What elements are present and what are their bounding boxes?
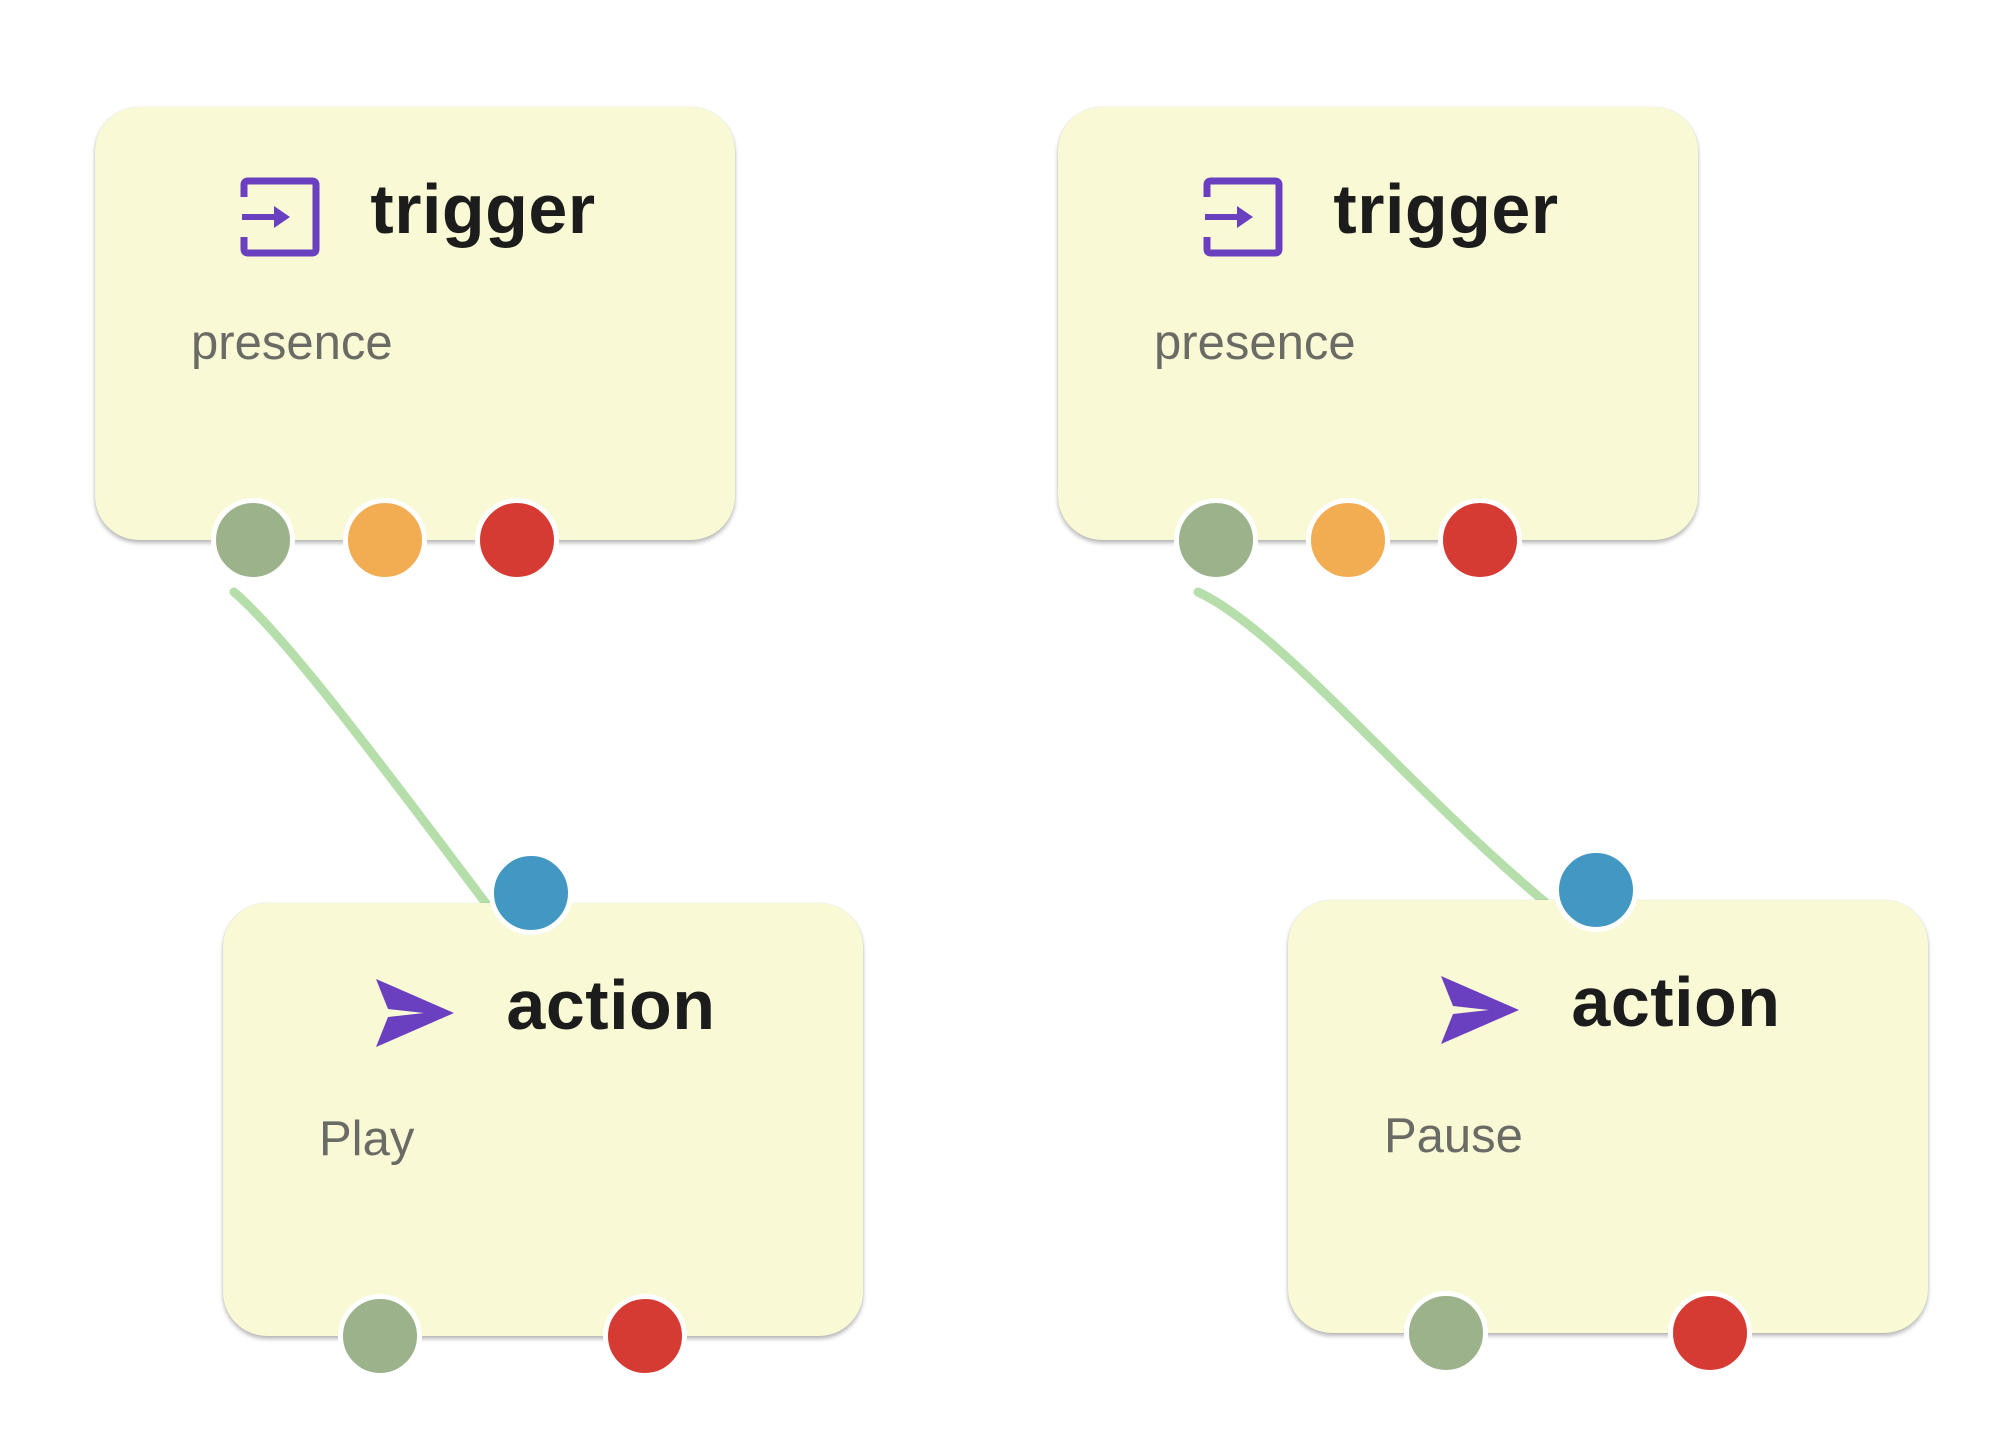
node-title: trigger bbox=[1333, 170, 1559, 248]
success-output-port[interactable] bbox=[338, 1294, 422, 1378]
warning-output-port[interactable] bbox=[1306, 498, 1390, 582]
action-node[interactable]: action Pause bbox=[1288, 900, 1928, 1333]
connection-wire[interactable] bbox=[229, 587, 493, 911]
node-title: action bbox=[1571, 963, 1781, 1041]
node-header: trigger bbox=[1058, 170, 1698, 257]
node-subtitle: Play bbox=[319, 1112, 415, 1166]
send-icon bbox=[1435, 966, 1523, 1054]
warning-output-port[interactable] bbox=[343, 498, 427, 582]
success-output-port[interactable] bbox=[1404, 1291, 1488, 1375]
error-output-port[interactable] bbox=[603, 1294, 687, 1378]
node-header: trigger bbox=[95, 170, 735, 257]
send-icon bbox=[370, 969, 458, 1057]
connection-wire[interactable] bbox=[1193, 587, 1550, 907]
action-node[interactable]: action Play bbox=[223, 903, 863, 1336]
node-header: action bbox=[1288, 963, 1928, 1050]
login-icon bbox=[234, 173, 322, 261]
node-subtitle: Pause bbox=[1384, 1109, 1523, 1163]
error-output-port[interactable] bbox=[1668, 1291, 1752, 1375]
input-port[interactable] bbox=[489, 851, 573, 935]
trigger-node[interactable]: trigger presence bbox=[95, 107, 735, 540]
node-title: trigger bbox=[370, 170, 596, 248]
error-output-port[interactable] bbox=[475, 498, 559, 582]
node-title: action bbox=[506, 966, 716, 1044]
error-output-port[interactable] bbox=[1438, 498, 1522, 582]
login-icon bbox=[1197, 173, 1285, 261]
node-subtitle: presence bbox=[191, 316, 393, 370]
node-subtitle: presence bbox=[1154, 316, 1356, 370]
success-output-port[interactable] bbox=[211, 498, 295, 582]
input-port[interactable] bbox=[1554, 848, 1638, 932]
success-output-port[interactable] bbox=[1174, 498, 1258, 582]
trigger-node[interactable]: trigger presence bbox=[1058, 107, 1698, 540]
node-header: action bbox=[223, 966, 863, 1053]
